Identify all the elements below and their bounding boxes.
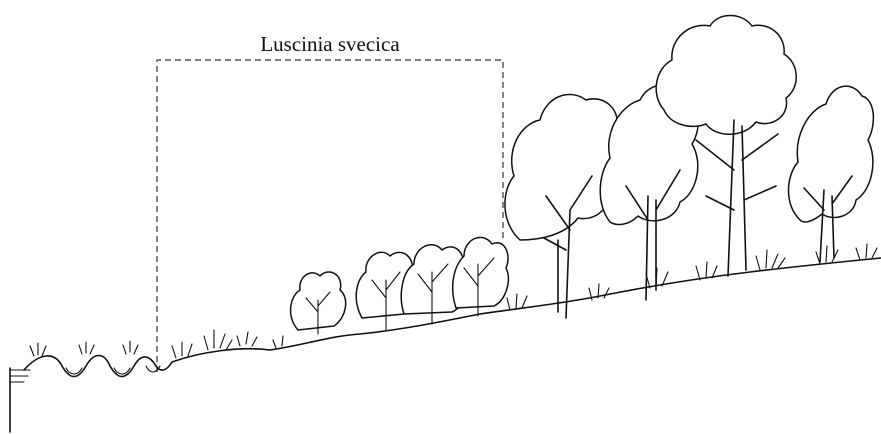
shrub-icon	[289, 236, 510, 335]
species-label: Luscinia svecica	[260, 32, 400, 56]
tree-icon	[504, 14, 875, 319]
grass-tuft-icon	[29, 243, 878, 359]
habitat-range-bracket	[156, 59, 504, 372]
water-edge-icon	[9, 367, 31, 433]
hummock-icon	[65, 365, 161, 375]
